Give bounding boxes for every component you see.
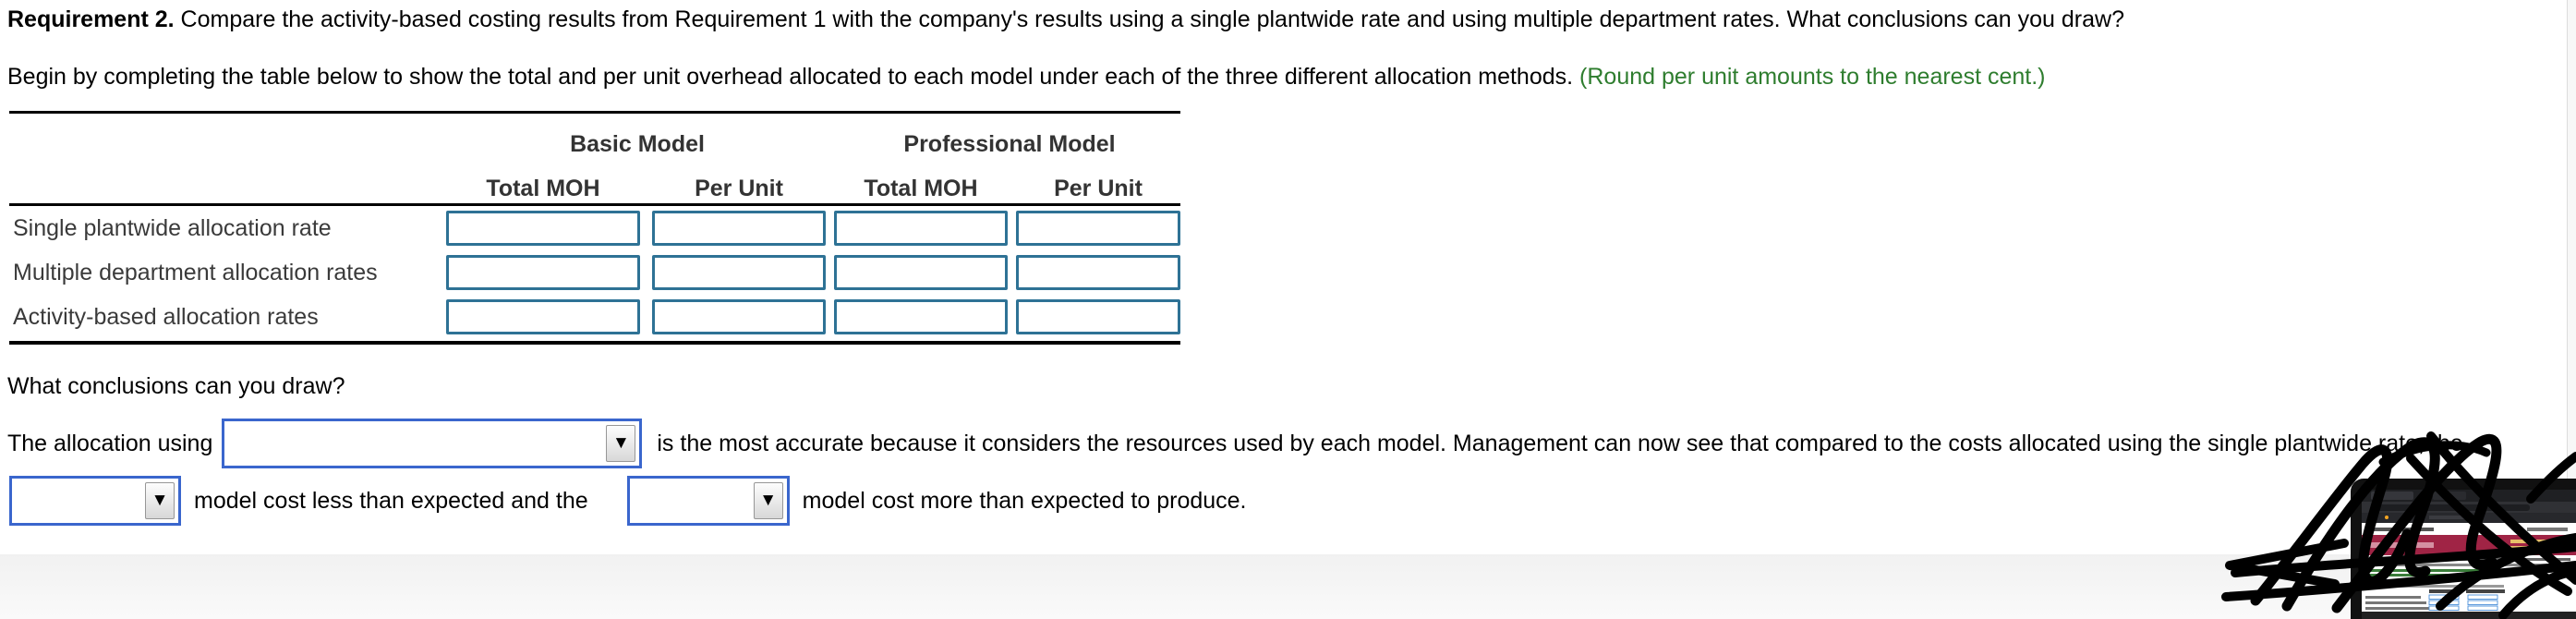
subheader-basic-total-moh: Total MOH — [486, 176, 600, 201]
input-activity-based-prof-perunit[interactable] — [1016, 299, 1180, 334]
chevron-down-icon: ▼ — [151, 491, 169, 510]
requirement-text: Compare the activity-based costing resul… — [174, 6, 2124, 32]
scribble-overlay-svg — [2221, 431, 2576, 619]
column-group-basic-model: Basic Model — [570, 131, 705, 157]
sentence1-after-text: is the most accurate because it consider… — [657, 430, 2463, 456]
table-row: Activity-based allocation rates — [9, 295, 1180, 339]
input-activity-based-basic-perunit[interactable] — [652, 299, 826, 334]
input-single-plantwide-basic-perunit[interactable] — [652, 211, 826, 246]
chevron-down-icon: ▼ — [759, 491, 778, 510]
input-multiple-dept-prof-total[interactable] — [834, 255, 1008, 290]
page-right-edge-strip — [2567, 0, 2576, 556]
input-multiple-dept-basic-total[interactable] — [446, 255, 640, 290]
row-label-single-plantwide: Single plantwide allocation rate — [13, 215, 332, 241]
table-row: Multiple department allocation rates — [9, 250, 1180, 295]
begin-text: Begin by completing the table below to s… — [7, 64, 1580, 90]
allocation-method-dropdown[interactable]: ▼ — [222, 419, 643, 468]
subheader-basic-per-unit: Per Unit — [695, 176, 783, 201]
pen-scribble — [2221, 431, 2576, 619]
table-bottom-rule — [9, 340, 1180, 345]
row-label-activity-based: Activity-based allocation rates — [13, 304, 319, 330]
sentence2-between-text: model cost less than expected and the — [194, 487, 588, 514]
requirement-line: Requirement 2. Compare the activity-base… — [7, 4, 2124, 35]
input-multiple-dept-basic-perunit[interactable] — [652, 255, 826, 290]
column-group-professional-model: Professional Model — [903, 131, 1116, 157]
requirement-label: Requirement 2. — [7, 6, 175, 32]
chevron-down-icon: ▼ — [611, 433, 630, 453]
row-label-multiple-department: Multiple department allocation rates — [13, 260, 378, 285]
model-dropdown-2[interactable]: ▼ — [626, 476, 790, 526]
input-activity-based-basic-total[interactable] — [446, 299, 640, 334]
table-header-rule — [9, 203, 1180, 206]
model-dropdown-1[interactable]: ▼ — [9, 476, 181, 526]
dropdown-button[interactable]: ▼ — [753, 482, 783, 519]
overhead-allocation-table: Basic Model Professional Model Total MOH… — [9, 111, 1180, 345]
page-footer-strip — [0, 554, 2576, 619]
subheader-professional-per-unit: Per Unit — [1054, 176, 1143, 201]
input-activity-based-prof-total[interactable] — [834, 299, 1008, 334]
dropdown-button[interactable]: ▼ — [145, 482, 175, 519]
input-single-plantwide-prof-perunit[interactable] — [1016, 211, 1180, 246]
conclusion-question: What conclusions can you draw? — [7, 373, 345, 399]
sentence1-before-text: The allocation using — [7, 430, 213, 456]
scribbled-screenshot-overlay — [2198, 425, 2576, 619]
rounding-note: (Round per unit amounts to the nearest c… — [1579, 64, 2046, 90]
sentence2-end-text: model cost more than expected to produce… — [802, 487, 1247, 514]
input-single-plantwide-basic-total[interactable] — [446, 211, 640, 246]
begin-instruction-line: Begin by completing the table below to s… — [7, 61, 2046, 92]
conclusion-sentence-1: The allocation using ▼ is the most accur… — [7, 418, 2566, 469]
dropdown-button[interactable]: ▼ — [606, 425, 636, 462]
table-top-rule — [9, 111, 1180, 114]
input-multiple-dept-prof-perunit[interactable] — [1016, 255, 1180, 290]
mini-table-rows — [2365, 594, 2498, 611]
table-row: Single plantwide allocation rate — [9, 206, 1180, 250]
input-single-plantwide-prof-total[interactable] — [834, 211, 1008, 246]
conclusion-sentence-2: ▼ model cost less than expected and the … — [9, 475, 1247, 527]
subheader-professional-total-moh: Total MOH — [864, 176, 978, 201]
